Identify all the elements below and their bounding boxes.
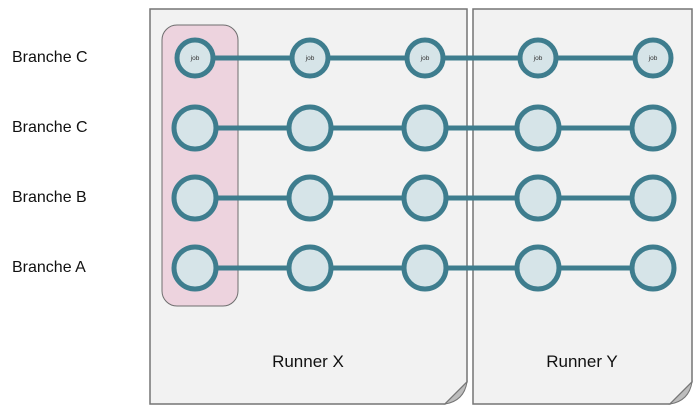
branch-label: Branche C [12, 119, 88, 136]
job-node[interactable] [171, 104, 219, 152]
job-node[interactable] [401, 174, 449, 222]
job-node[interactable] [514, 104, 562, 152]
job-node[interactable] [514, 244, 562, 292]
folded-corner-icon [668, 380, 693, 405]
job-node-label: job [420, 55, 430, 62]
job-node[interactable] [174, 37, 216, 79]
job-node[interactable] [514, 174, 562, 222]
job-node[interactable] [629, 174, 677, 222]
job-node-label: job [533, 55, 543, 62]
job-node[interactable] [286, 104, 334, 152]
job-node[interactable] [171, 174, 219, 222]
job-node[interactable] [171, 244, 219, 292]
job-node[interactable] [632, 37, 674, 79]
runner-label: Runner X [272, 352, 344, 371]
job-node-label: job [305, 55, 315, 62]
job-node[interactable] [289, 37, 331, 79]
job-node[interactable] [629, 104, 677, 152]
job-node-label: job [190, 55, 200, 62]
job-node-label: job [648, 55, 658, 62]
job-node[interactable] [286, 174, 334, 222]
job-node[interactable] [629, 244, 677, 292]
branch-label: Branche C [12, 49, 88, 66]
branch-label: Branche B [12, 189, 87, 206]
job-node[interactable] [404, 37, 446, 79]
runner-label: Runner Y [546, 352, 618, 371]
job-node[interactable] [286, 244, 334, 292]
job-node[interactable] [401, 244, 449, 292]
folded-corner-icon [443, 380, 468, 405]
branch-label: Branche A [12, 259, 86, 276]
job-node[interactable] [517, 37, 559, 79]
highlight-column[interactable] [161, 24, 239, 307]
job-node[interactable] [401, 104, 449, 152]
